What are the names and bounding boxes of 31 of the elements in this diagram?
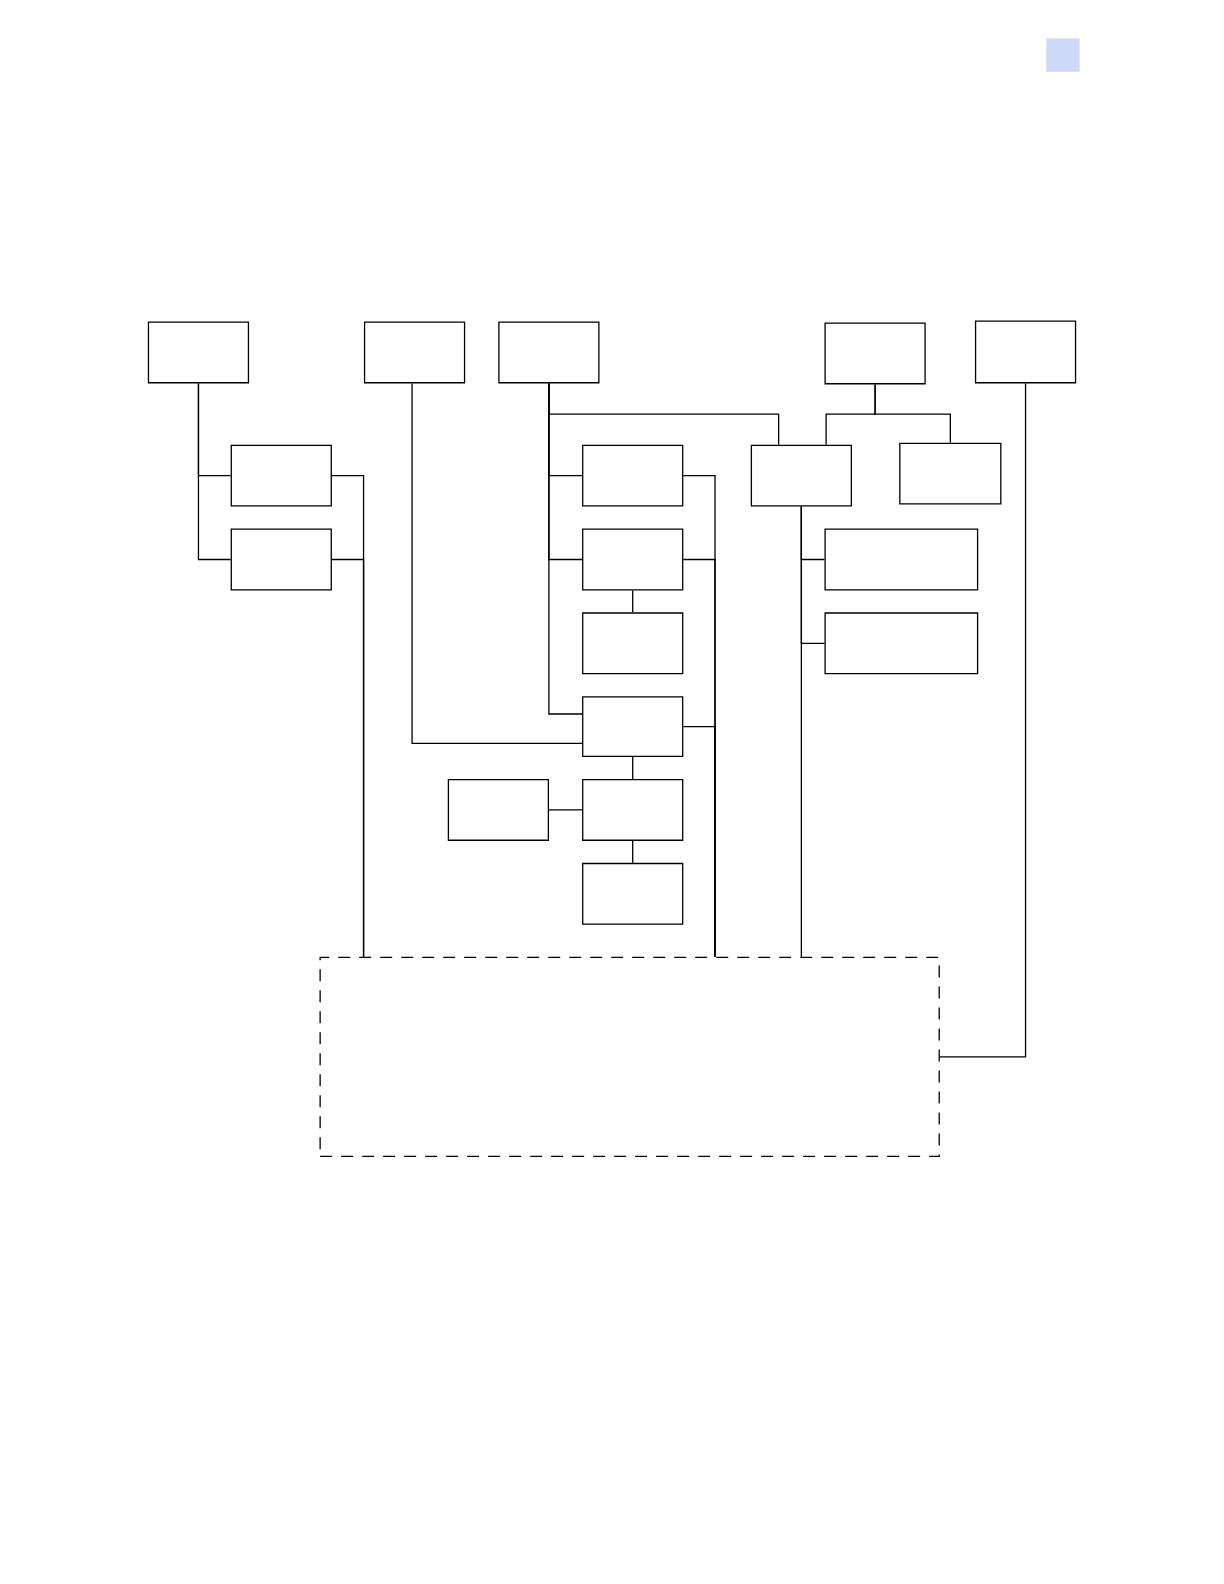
empty-box (582, 779, 684, 841)
connector-line (874, 383, 951, 444)
empty-box (582, 444, 684, 507)
empty-box (824, 528, 979, 591)
empty-box (824, 612, 979, 675)
empty-box (582, 612, 684, 675)
empty-box (363, 321, 466, 384)
connector-line (800, 505, 802, 958)
connector-line (197, 382, 232, 561)
connector-line (632, 756, 634, 780)
empty-box (750, 444, 852, 507)
connector-line (632, 589, 634, 613)
connector-line (411, 382, 583, 744)
empty-box (147, 321, 250, 384)
empty-box (582, 528, 684, 591)
connector-line (331, 558, 365, 958)
empty-box (974, 320, 1077, 384)
empty-box (447, 779, 550, 841)
empty-box (498, 321, 600, 384)
empty-box (582, 862, 684, 925)
connector-line (682, 726, 716, 958)
empty-box (230, 528, 332, 591)
empty-box (824, 322, 926, 385)
empty-box (230, 444, 332, 507)
empty-box (899, 442, 1002, 505)
connector-line (548, 809, 583, 811)
empty-box (582, 696, 684, 758)
connector-line (632, 840, 634, 864)
connector-line (548, 382, 780, 446)
dashed-group-box (319, 956, 940, 1157)
connector-line (939, 382, 1027, 1058)
